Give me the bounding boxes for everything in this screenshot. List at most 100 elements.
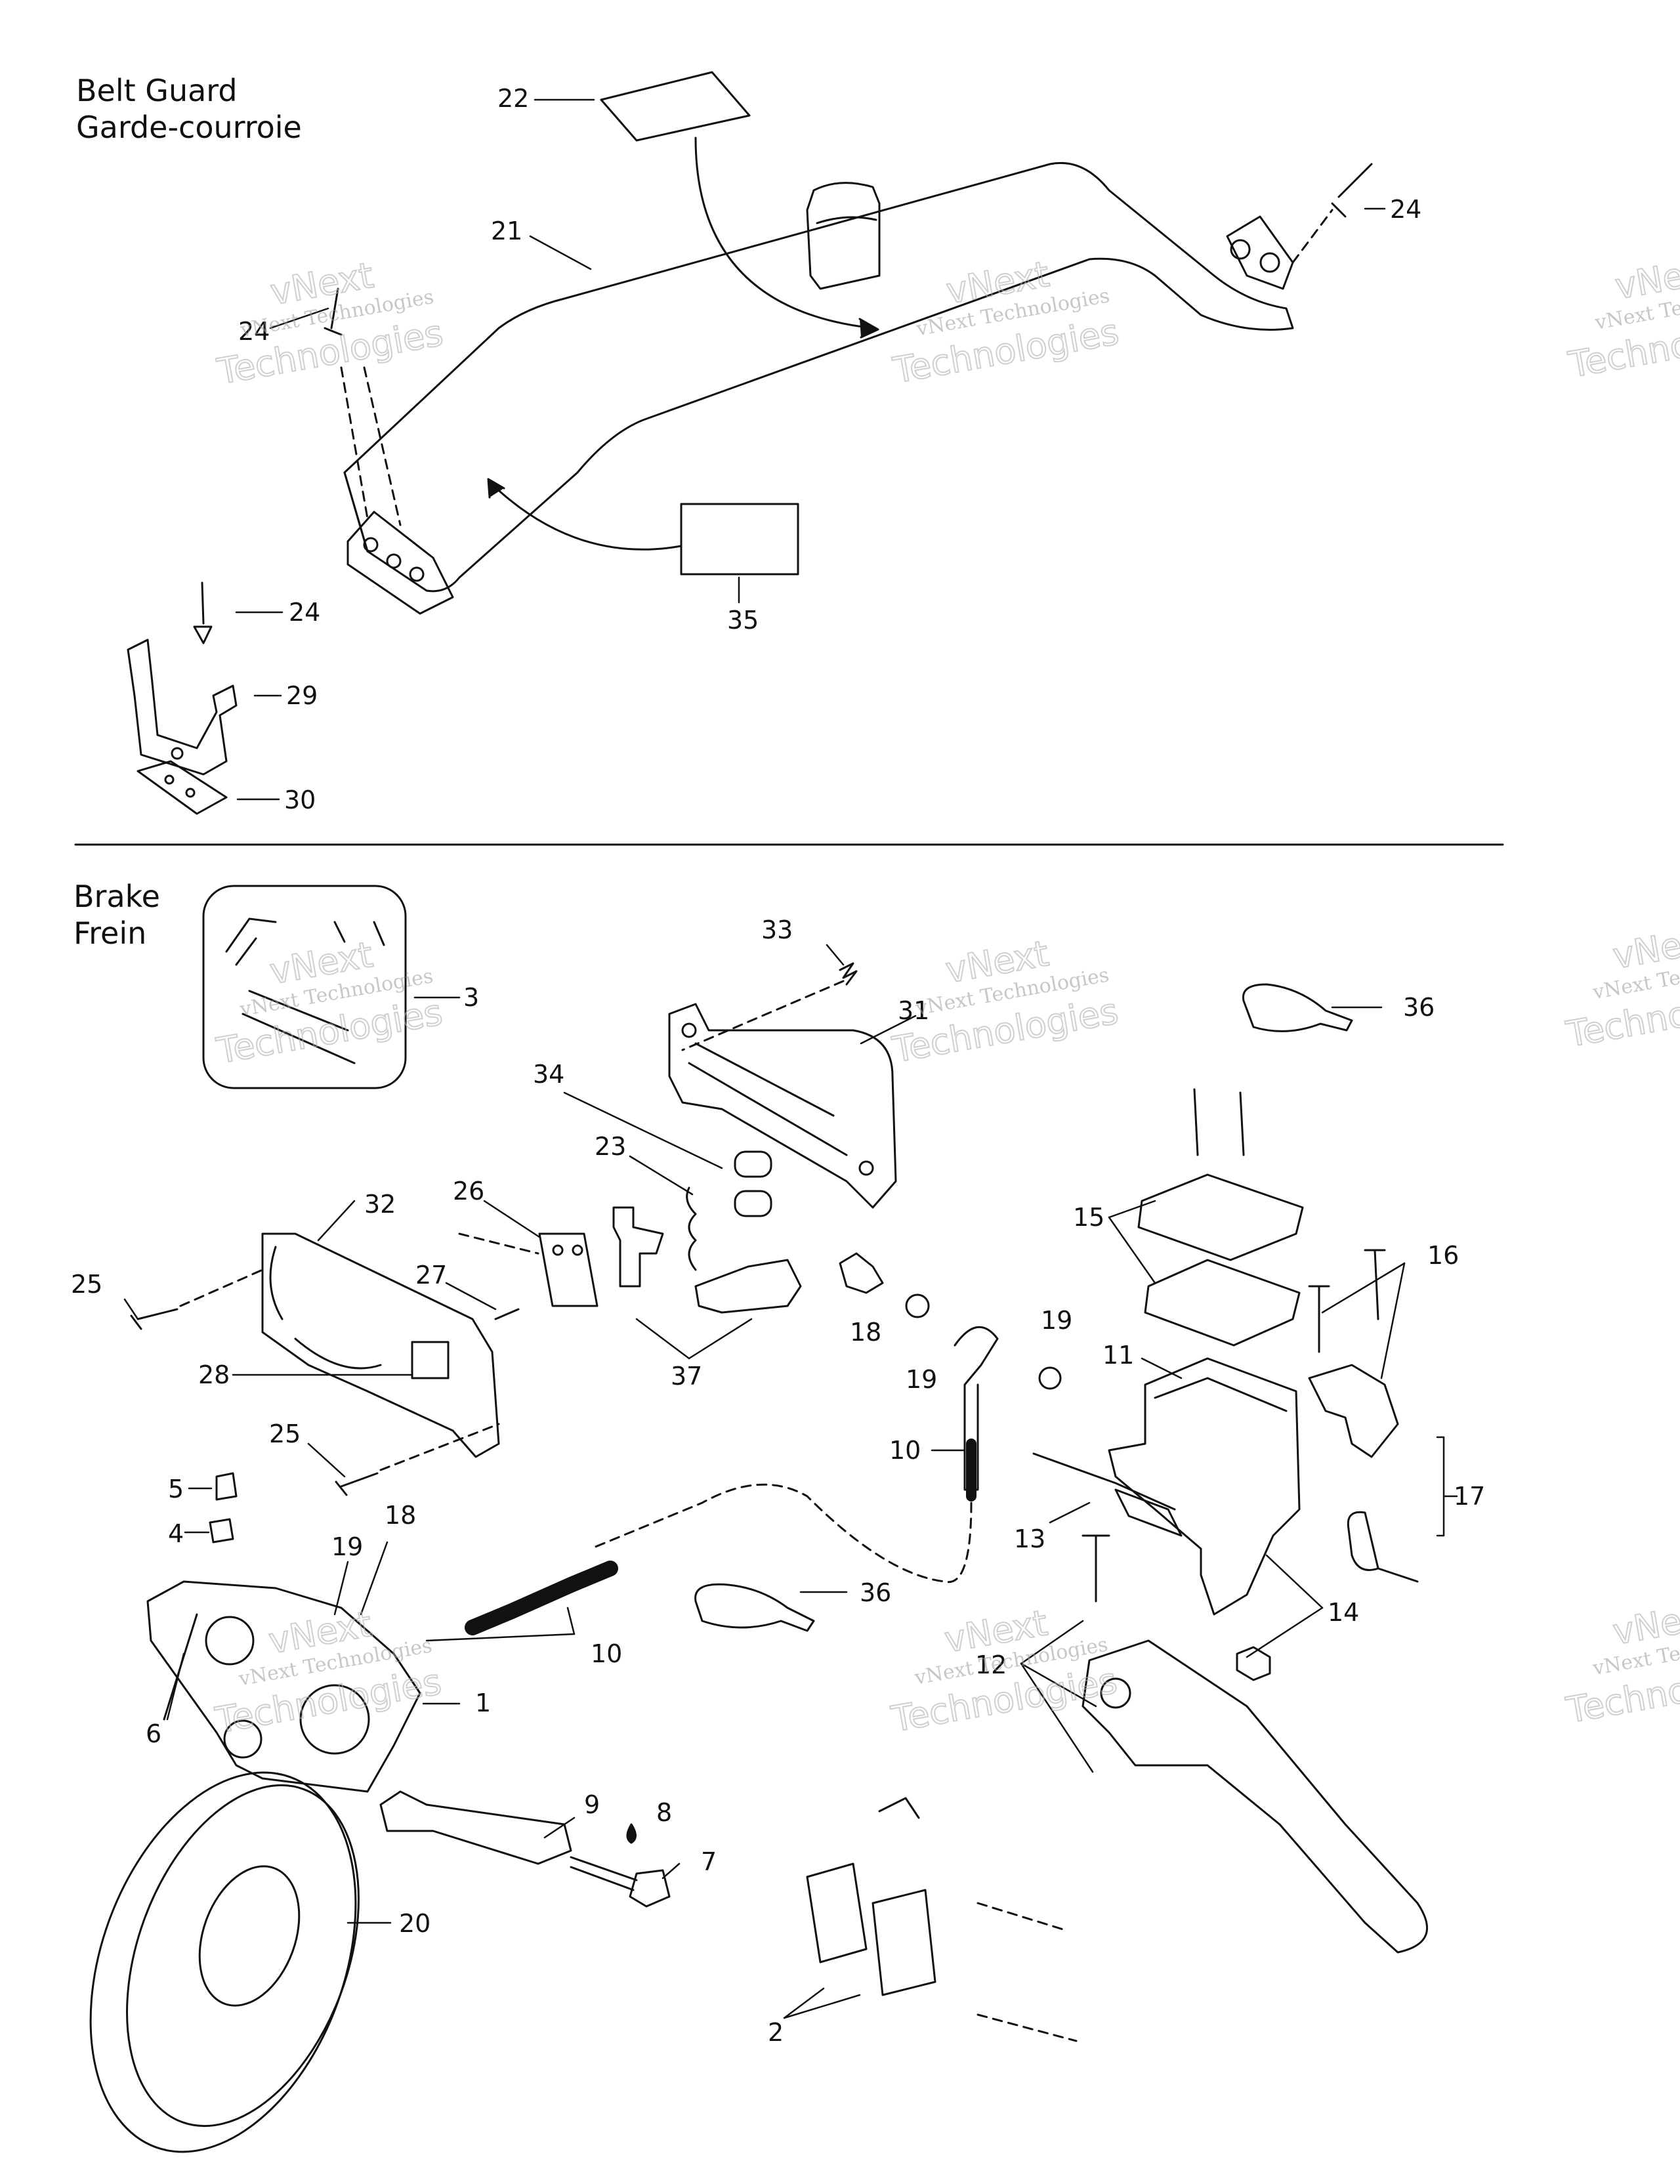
part-31-housing — [668, 1003, 897, 1209]
callout-11: 11 — [1102, 1341, 1134, 1370]
callout-7: 7 — [701, 1847, 717, 1876]
callout-24: 24 — [1390, 195, 1421, 224]
callout-25: 25 — [71, 1270, 102, 1299]
callout-19: 19 — [1041, 1306, 1072, 1335]
part-12-lever — [1082, 1639, 1428, 1954]
brake-group — [89, 885, 1428, 2153]
part-37-bracket — [612, 1206, 664, 1288]
part-21-belt-guard — [343, 161, 1294, 593]
callout-20: 20 — [399, 1909, 430, 1938]
callout-24: 24 — [238, 317, 270, 346]
part-4-bleeder — [209, 1518, 234, 1544]
part-32-cover — [261, 1232, 500, 1458]
part-27-screw — [494, 1308, 520, 1320]
part-16-clamp — [1308, 1364, 1399, 1458]
part-14-nut — [1236, 1646, 1271, 1681]
part-13-pushrod — [1032, 1452, 1176, 1511]
part-34-seal-b — [734, 1190, 772, 1217]
callout-19: 19 — [331, 1532, 363, 1561]
callout-5: 5 — [168, 1475, 184, 1503]
part-9-bracket — [379, 1790, 572, 1865]
callout-1: 1 — [475, 1689, 491, 1717]
callout-36: 36 — [860, 1578, 891, 1607]
part-25-screw-a — [130, 1308, 178, 1330]
callout-35: 35 — [727, 606, 759, 635]
callout-16: 16 — [1427, 1241, 1459, 1270]
part-5-cap — [215, 1472, 238, 1501]
callout-36: 36 — [1403, 993, 1435, 1022]
part-23-spring-clip — [686, 1186, 697, 1271]
callout-15: 15 — [1073, 1203, 1104, 1232]
part-36-cable-tie-a — [1242, 983, 1353, 1032]
callout-31: 31 — [898, 996, 929, 1025]
callout-8: 8 — [656, 1798, 672, 1827]
callout-3: 3 — [463, 983, 479, 1012]
callout-37: 37 — [671, 1362, 702, 1391]
arrow-35 — [492, 484, 682, 551]
callout-21: 21 — [491, 217, 522, 245]
part-21-right-tab — [1226, 215, 1294, 290]
part-2-pad-a — [806, 1862, 868, 1964]
part-28-label — [411, 1341, 450, 1379]
callout-32: 32 — [364, 1190, 396, 1219]
callout-12: 12 — [975, 1650, 1007, 1679]
brake-title-fr: Frein — [74, 915, 147, 951]
part-8-drop — [626, 1823, 637, 1844]
callout-27: 27 — [415, 1261, 447, 1290]
part-11-master-cylinder — [1108, 1357, 1301, 1616]
callout-13: 13 — [1014, 1524, 1045, 1553]
belt-guard-title: Belt Guard Garde-courroie — [76, 72, 302, 146]
part-19-washer-b — [1038, 1366, 1062, 1390]
callout-17: 17 — [1454, 1482, 1485, 1511]
part-33-spring — [839, 962, 858, 986]
callout-9: 9 — [584, 1790, 600, 1819]
callout-34: 34 — [533, 1060, 564, 1089]
part-2-pad-b — [872, 1889, 936, 1996]
part-1-caliper — [146, 1580, 421, 1793]
belt-guard-title-fr: Garde-courroie — [76, 110, 302, 145]
part-7-bolt — [570, 1856, 671, 1908]
part-21-clip — [806, 182, 881, 290]
belt-guard-title-en: Belt Guard — [76, 73, 238, 108]
part-16-bolt-b — [1364, 1249, 1386, 1320]
part-18-banjo-bolt — [839, 1252, 884, 1294]
part-17-boot — [1347, 1511, 1379, 1571]
part-34-seal-a — [734, 1150, 772, 1178]
part-36-cable-tie-b — [694, 1583, 815, 1632]
part-16-bolt-a — [1308, 1285, 1330, 1353]
brake-title-en: Brake — [74, 879, 160, 914]
callout-14: 14 — [1328, 1598, 1359, 1627]
callout-18: 18 — [850, 1318, 881, 1347]
callout-18: 18 — [385, 1501, 416, 1530]
part-21-left-clip — [346, 511, 454, 615]
callout-24: 24 — [289, 598, 320, 627]
part-15-cap — [1137, 1173, 1304, 1261]
part-22-decal — [600, 71, 751, 142]
callout-25: 25 — [269, 1419, 301, 1448]
part-13-switch — [1114, 1488, 1183, 1537]
part-15-gasket — [1144, 1259, 1301, 1347]
callout-28: 28 — [198, 1360, 230, 1389]
part-26-plate — [538, 1232, 598, 1307]
callout-29: 29 — [286, 681, 318, 710]
part-19-washer-a — [905, 1293, 930, 1318]
part-30-plate — [136, 760, 228, 815]
callout-26: 26 — [453, 1177, 484, 1206]
callout-10: 10 — [591, 1639, 622, 1668]
watermark: vNext Technologies vNext Technologies — [1564, 248, 1680, 387]
belt-guard-group — [127, 71, 1373, 815]
callout-22: 22 — [497, 84, 529, 113]
callout-4: 4 — [168, 1519, 184, 1548]
callout-2: 2 — [768, 2018, 784, 2047]
part-24-rivet-b — [1331, 163, 1373, 218]
brake-title: Brake Frein — [74, 878, 160, 952]
arrow-22 — [694, 136, 874, 329]
callout-10: 10 — [889, 1436, 921, 1465]
watermark: vNext Technologies vNext Technologies — [1563, 1593, 1680, 1732]
watermark: vNext Technologies vNext Technologies — [213, 933, 446, 1072]
callout-6: 6 — [146, 1719, 161, 1748]
part-24-rivet-c — [193, 581, 213, 644]
part-10-hose-fitting — [954, 1326, 999, 1491]
part-37-latch — [694, 1259, 802, 1314]
